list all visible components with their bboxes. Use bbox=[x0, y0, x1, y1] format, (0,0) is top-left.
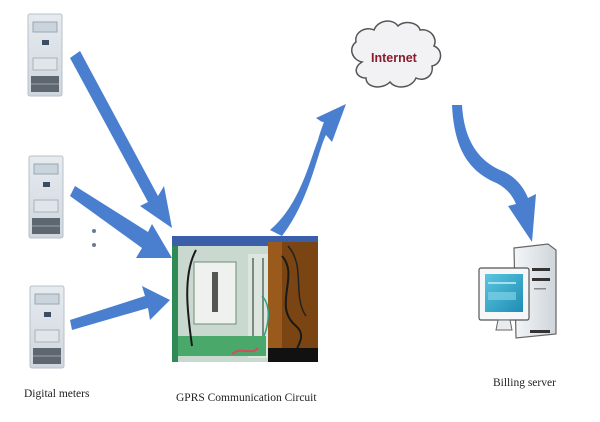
billing-server-icon bbox=[478, 243, 557, 339]
arrow-meter3-to-gprs bbox=[70, 286, 170, 330]
digital-meter-3 bbox=[29, 285, 65, 369]
arrow-gprs-to-internet bbox=[270, 104, 346, 236]
gprs-circuit-photo bbox=[172, 236, 318, 362]
gprs-circuit-label: GPRS Communication Circuit bbox=[176, 392, 317, 404]
arrow-meter1-to-gprs bbox=[70, 51, 172, 228]
digital-meters-label: Digital meters bbox=[24, 388, 90, 400]
arrow-internet-to-server bbox=[452, 105, 536, 242]
billing-server-label: Billing server bbox=[493, 377, 556, 389]
digital-meter-1 bbox=[27, 13, 63, 97]
digital-meter-2 bbox=[28, 155, 64, 239]
internet-label: Internet bbox=[371, 51, 418, 65]
arrow-meter2-to-gprs bbox=[70, 186, 172, 258]
internet-cloud: Internet bbox=[351, 20, 442, 88]
more-meters-ellipsis bbox=[92, 229, 96, 247]
